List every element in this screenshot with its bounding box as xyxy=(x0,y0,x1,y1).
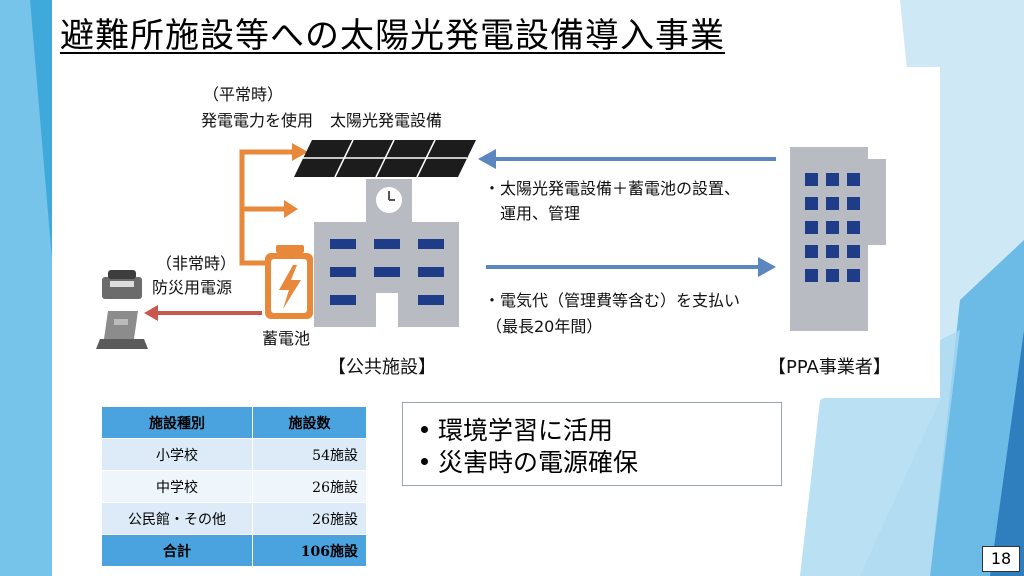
bullet-icon xyxy=(421,457,428,465)
table-row: 中学校 26施設 xyxy=(101,470,367,503)
diagram-graphics xyxy=(96,139,886,349)
bg-right-shape-mid xyxy=(930,240,1024,576)
table-total-type: 合計 xyxy=(101,534,253,567)
benefits-box: 環境学習に活用 災害時の電源確保 xyxy=(402,402,782,486)
table-row: 公民館・その他 26施設 xyxy=(101,502,367,535)
page-number: 18 xyxy=(982,546,1020,572)
emergency-label: （非常時） xyxy=(156,254,237,273)
table-cell-count: 26施設 xyxy=(252,470,367,503)
disaster-power-label: 防災用電源 xyxy=(152,278,233,297)
table-total-row: 合計 106施設 xyxy=(101,534,367,567)
table-cell-count: 54施設 xyxy=(252,438,367,471)
battery-icon xyxy=(265,245,313,319)
normal-time-label: （平常時） xyxy=(203,85,284,104)
public-facility-label: 【公共施設】 xyxy=(328,357,436,378)
facility-count-table: 施設種別 施設数 小学校 54施設 中学校 26施設 公民館・その他 26施設 … xyxy=(101,406,367,567)
table-cell-type: 公民館・その他 xyxy=(101,502,253,535)
solar-panel-icon xyxy=(294,139,476,178)
table-header-count: 施設数 xyxy=(252,406,367,439)
bg-right-shape-dark xyxy=(990,330,1024,576)
payment-line1: ・電気代（管理費等含む）を支払い xyxy=(484,291,741,310)
telephone-icon xyxy=(102,270,142,299)
battery-label: 蓄電池 xyxy=(262,329,311,348)
use-power-label: 発電電力を使用 xyxy=(201,111,314,130)
table-cell-type: 小学校 xyxy=(101,438,253,471)
solar-label: 太陽光発電設備 xyxy=(330,111,443,130)
blue-arrowhead-right xyxy=(758,257,776,277)
benefit-item: 環境学習に活用 xyxy=(421,415,781,447)
ppa-service-line1: ・太陽光発電設備＋蓄電池の設置、 xyxy=(484,179,741,198)
orange-arrowhead-top xyxy=(292,143,308,161)
table-header-row: 施設種別 施設数 xyxy=(101,406,367,439)
ppa-building-icon xyxy=(790,147,886,331)
laptop-icon xyxy=(96,311,148,349)
table-row: 小学校 54施設 xyxy=(101,438,367,471)
payment-line2: （最長20年間） xyxy=(486,317,603,336)
red-arrowhead xyxy=(144,305,158,321)
ppa-service-line2: 運用、管理 xyxy=(500,204,581,223)
table-cell-count: 26施設 xyxy=(252,502,367,535)
public-facility-icon xyxy=(314,179,459,327)
benefit-item: 災害時の電源確保 xyxy=(421,447,781,479)
bg-left-stripe-light xyxy=(0,0,52,576)
ppa-diagram: （平常時） 発電電力を使用 太陽光発電設備 （非常時） 防災用電源 蓄電池 【公… xyxy=(64,67,940,398)
ppa-label: 【PPA事業者】 xyxy=(768,357,891,378)
bullet-icon xyxy=(421,425,428,433)
slide-title: 避難所施設等への太陽光発電設備導入事業 xyxy=(60,16,725,56)
blue-arrowhead-left xyxy=(478,149,496,169)
table-cell-type: 中学校 xyxy=(101,470,253,503)
orange-arrowhead-middle xyxy=(284,200,298,218)
benefit-text: 環境学習に活用 xyxy=(438,416,614,445)
table-header-type: 施設種別 xyxy=(101,406,253,439)
benefit-text: 災害時の電源確保 xyxy=(438,448,639,477)
table-total-count: 106施設 xyxy=(252,534,367,567)
